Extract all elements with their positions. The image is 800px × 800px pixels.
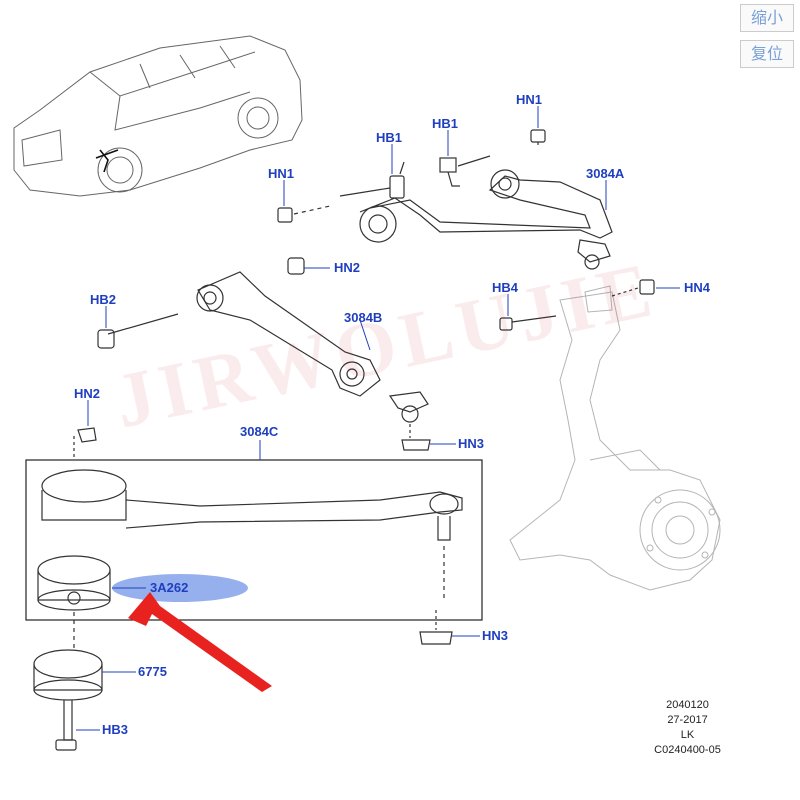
label-hn4: HN4 [684,280,711,295]
upper-control-arm [359,169,613,270]
label-3084a: 3084A [586,166,625,181]
red-arrow-indicator [128,592,272,692]
label-hn2-lower: HN2 [74,386,101,401]
doc-id-line: LK [680,729,695,741]
fasteners-knuckle [499,279,655,331]
doc-id-line: 2040120 [666,699,709,711]
doc-id-line: C0240400-05 [654,744,721,756]
lower-control-arm [37,427,463,650]
washer-and-bolt [33,649,103,751]
label-hn1-top: HN1 [516,92,543,107]
vehicle-illustration [13,35,303,197]
label-hn2-upper: HN2 [334,260,361,275]
label-hb1-right: HB1 [432,116,459,131]
leader-lines [76,106,680,731]
label-hn1-left: HN1 [268,166,295,181]
highlight-ellipse [112,574,248,602]
label-hb3: HB3 [102,722,129,737]
reset-button[interactable]: 复位 [740,40,794,68]
lower-arm-box [25,459,483,621]
label-hb4: HB4 [492,280,519,295]
lower-ball-joint-nut [419,610,453,645]
label-hb1-mid: HB1 [376,130,403,145]
steering-knuckle [509,285,721,591]
document-id-block: 2040120 27-2017 LK C0240400-05 [640,698,735,758]
middle-control-arm [97,257,431,451]
label-3084b: 3084B [344,310,383,325]
label-3a262: 3A262 [150,580,189,595]
label-3084c: 3084C [240,424,279,439]
doc-id-line: 27-2017 [667,714,708,726]
label-6775: 6775 [138,664,167,679]
label-hn3-lower: HN3 [482,628,509,643]
zoom-out-button[interactable]: 缩小 [740,4,794,32]
fasteners-upper [277,129,546,223]
label-hn3-upper: HN3 [458,436,485,451]
label-hb2: HB2 [90,292,117,307]
